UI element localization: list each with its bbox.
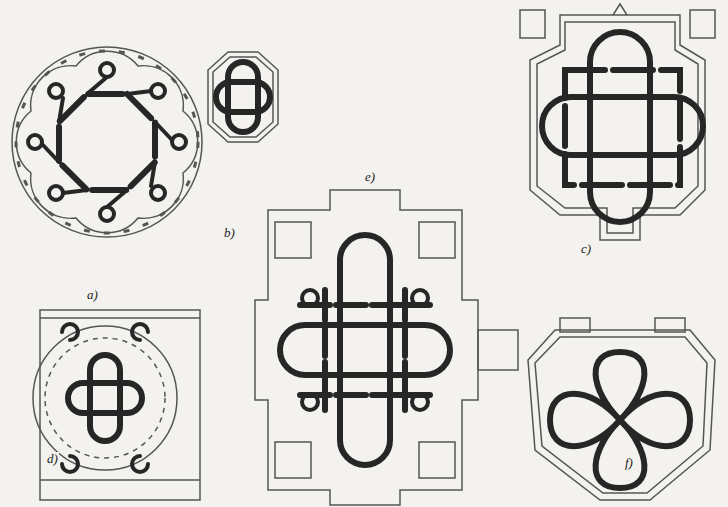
figure-letter: d) bbox=[46, 452, 59, 466]
figure-letter: c) bbox=[580, 242, 592, 256]
figure-letter: f) bbox=[624, 456, 634, 470]
figure-letter: b) bbox=[223, 226, 236, 240]
interlace-knots bbox=[28, 32, 703, 488]
building-outlines bbox=[12, 4, 715, 505]
figure-letter: e) bbox=[364, 170, 376, 184]
figure-letter: a) bbox=[86, 288, 99, 302]
